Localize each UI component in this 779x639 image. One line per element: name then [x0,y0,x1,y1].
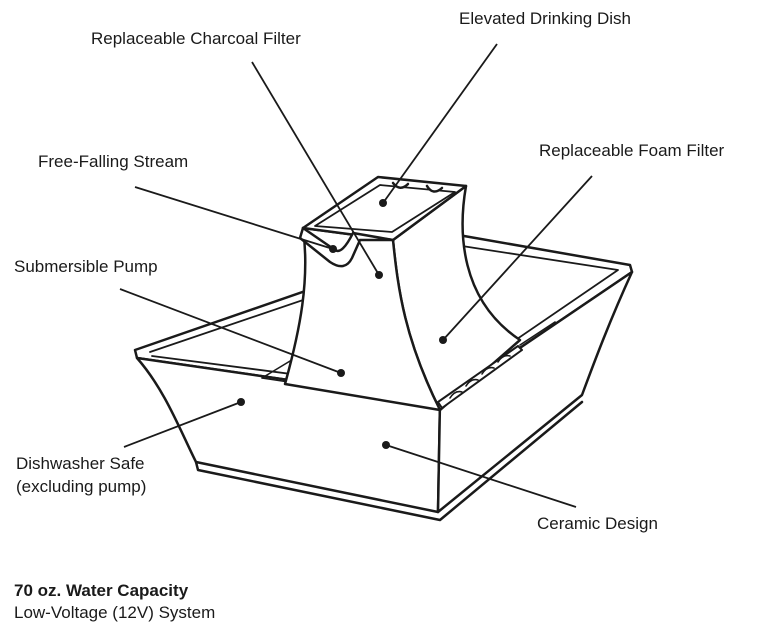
spec-low-voltage: Low-Voltage (12V) System [14,603,216,622]
label-dishwasher-safe: Dishwasher Safe [16,454,145,473]
tower-top-inner [314,184,456,233]
label-free-falling-stream: Free-Falling Stream [38,152,189,171]
dot-dishwasher [237,398,245,406]
leader-charcoal [251,61,380,276]
label-drinking-dish: Elevated Drinking Dish [459,9,631,28]
foam-filter-strip [437,345,523,409]
tower-left-face [283,226,442,412]
leader-free-falling [134,186,334,250]
leader-dishwasher [123,401,242,448]
dot-foam [439,336,447,344]
leader-foam [442,175,593,341]
tower-notch [391,181,444,193]
label-ceramic-design: Ceramic Design [537,514,658,533]
leader-dish [382,43,498,204]
leader-pump [119,288,342,374]
leader-ceramic [385,444,577,508]
leader-dots [237,199,447,449]
spout [298,226,395,268]
leader-lines [119,43,593,508]
basin-foot [194,400,584,522]
dot-pump [337,369,345,377]
label-charcoal-filter: Replaceable Charcoal Filter [91,29,301,48]
label-excluding-pump: (excluding pump) [16,477,147,496]
label-foam-filter: Replaceable Foam Filter [539,141,725,160]
dot-dish [379,199,387,207]
dot-ceramic [382,441,390,449]
basin-wall-right [436,270,634,514]
spec-water-capacity: 70 oz. Water Capacity [14,581,189,600]
fountain-illustration [133,175,634,522]
dot-charcoal [375,271,383,279]
label-submersible-pump: Submersible Pump [14,257,158,276]
foam-filter-ribs [449,354,511,399]
dot-free-falling [329,245,337,253]
